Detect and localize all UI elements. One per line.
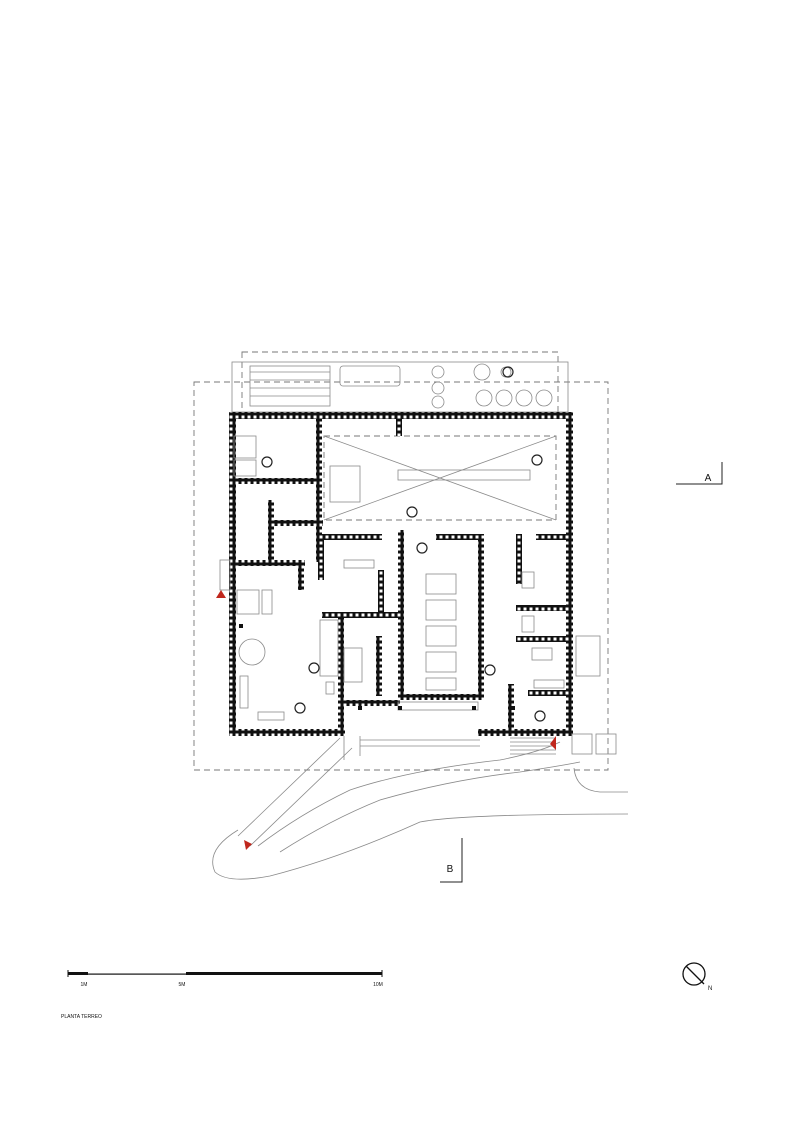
column-markers [239,624,515,710]
scale-label-5m: 5M [179,982,186,988]
north-arrow: N [682,962,712,992]
furniture [219,435,617,755]
entry-marker-east [550,736,556,750]
scale-bar: 1M 5M 10M [67,970,383,988]
section-mark-b: B [440,838,463,883]
drawing-caption: PLANTA TERREO [61,1014,102,1020]
scale-label-10m: 10M [373,982,383,988]
entry-ramp [212,736,629,880]
entry-marker-west [216,590,226,598]
section-a-label: A [705,473,712,484]
entry-marker-ramp [244,840,252,850]
top-annex [231,361,569,413]
section-b-label: B [447,864,454,875]
scale-label-1m: 1M [81,982,88,988]
entry-markers [216,590,556,850]
interior-walls [229,412,573,736]
section-mark-a: A [676,462,723,485]
people-figures [261,366,546,722]
skylight [323,435,557,521]
north-label: N [708,986,712,992]
